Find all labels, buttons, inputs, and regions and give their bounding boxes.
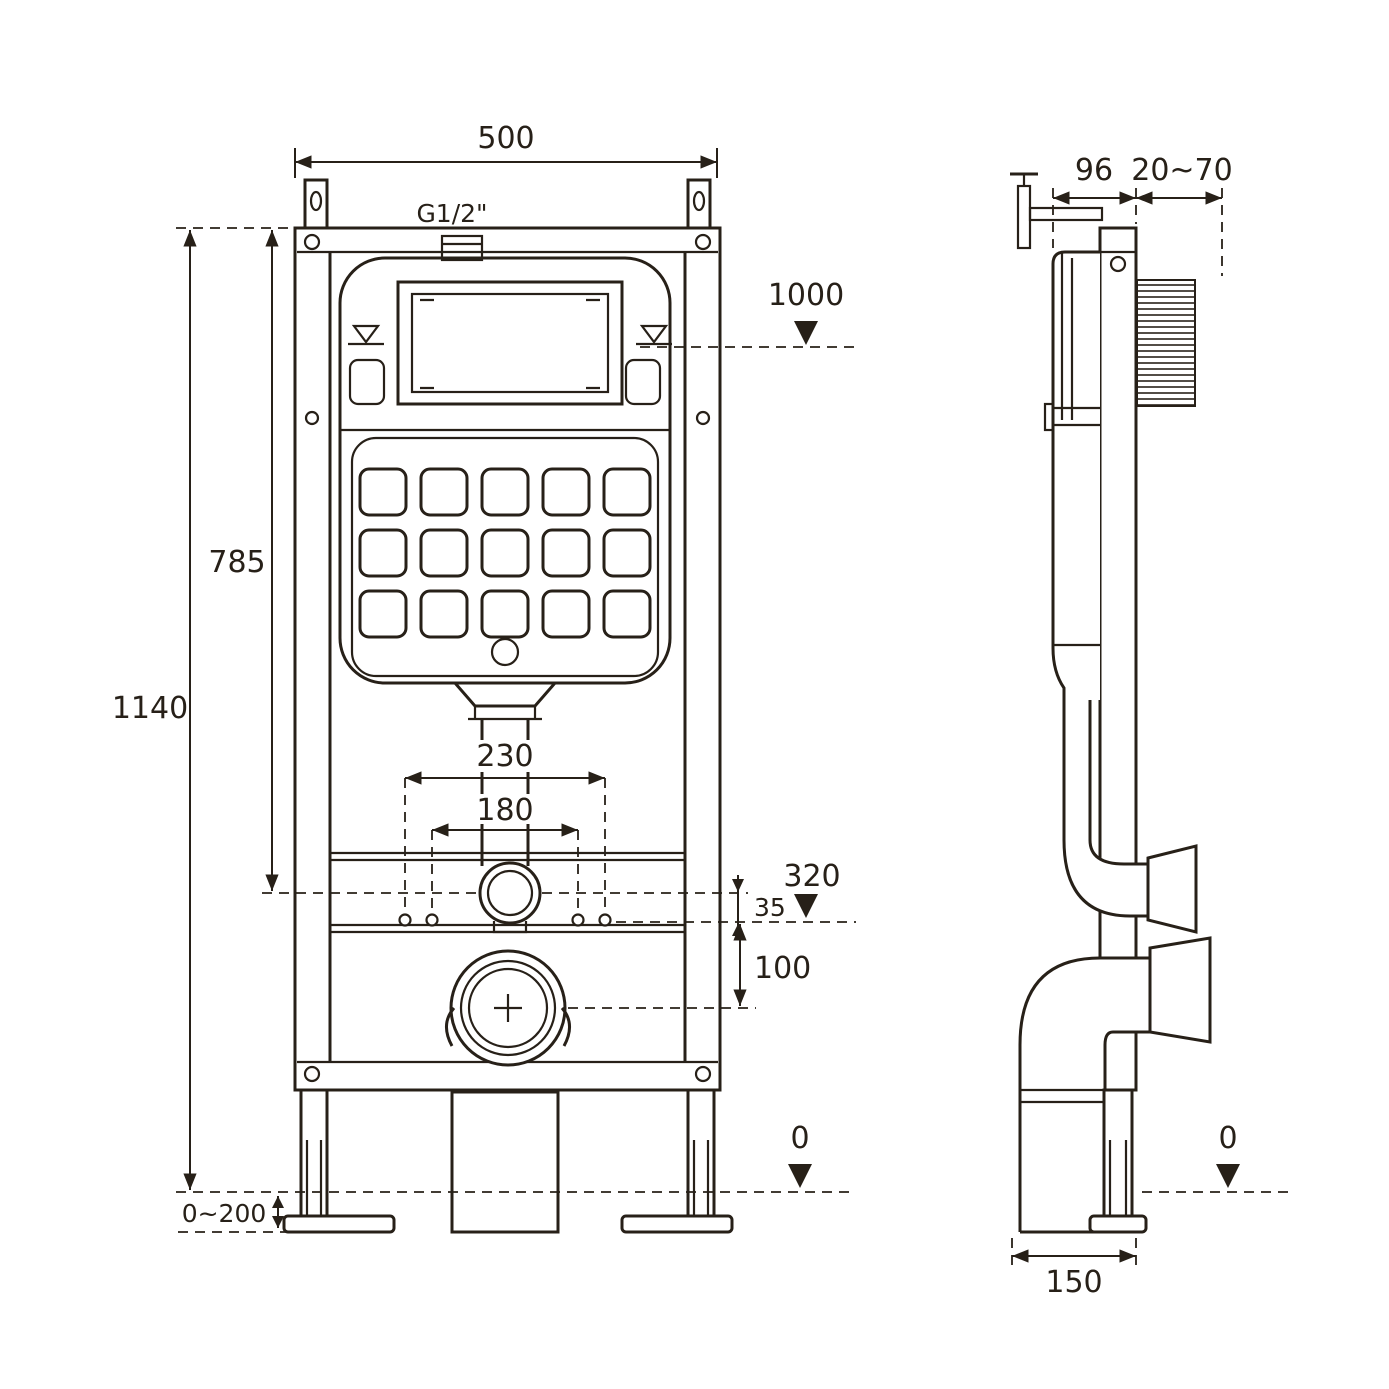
- cistern-front: [338, 234, 672, 685]
- dim-label-20-70: 20~70: [1131, 153, 1232, 188]
- drain-box: [450, 1090, 560, 1234]
- dim-label-785: 785: [208, 545, 265, 580]
- level-marker-1000: [794, 321, 818, 345]
- dim-label-500: 500: [477, 121, 534, 156]
- dim-label-320: 320: [783, 859, 840, 894]
- cistern-side: [1043, 250, 1100, 700]
- dim-label-180: 180: [476, 793, 533, 828]
- water-level-symbol-left: [348, 324, 384, 346]
- dim-level-1000: 1000: [768, 278, 844, 345]
- level-lines: [176, 346, 856, 1193]
- dim-base-150: 150: [1011, 1238, 1137, 1300]
- frame-outline: [293, 226, 722, 1092]
- dim-label-35: 35: [754, 893, 786, 922]
- front-view: 500 G1/2" 230 180 1140 785: [112, 121, 856, 1234]
- fixing-points: [398, 913, 612, 927]
- dim-label-1000: 1000: [768, 278, 844, 313]
- dim-label-0-200: 0~200: [182, 1199, 267, 1228]
- threaded-rod: [1136, 279, 1196, 407]
- flush-pipe-side: [1062, 700, 1198, 934]
- dim-level-0-side: 0: [1142, 1121, 1288, 1193]
- dim-label-0-front: 0: [790, 1121, 809, 1156]
- dim-label-230: 230: [476, 739, 533, 774]
- level-marker-0-front: [788, 1164, 812, 1188]
- dim-width-500: 500: [294, 121, 718, 178]
- flush-pipe-front: [453, 682, 557, 866]
- access-window: [396, 280, 624, 406]
- dim-level-320: 320: [783, 859, 841, 918]
- dim-label-150: 150: [1045, 1265, 1102, 1300]
- drain-outlet: [445, 949, 571, 1067]
- cistern-grid: [358, 467, 652, 639]
- dim-35: 35: [732, 875, 786, 940]
- side-view: 96 20~70 0 150: [1010, 153, 1288, 1300]
- dim-100: 100: [733, 924, 811, 1006]
- dim-fixings: 230 180: [404, 739, 606, 912]
- level-marker-0-side: [1216, 1164, 1240, 1188]
- dim-label-96: 96: [1075, 153, 1113, 188]
- dim-heights-left: 1140 785 0~200: [112, 227, 300, 1233]
- thread-label: G1/2": [416, 199, 487, 228]
- side-leg: [1088, 1088, 1148, 1234]
- dim-label-100: 100: [754, 951, 811, 986]
- hanger-tabs: [303, 178, 712, 230]
- water-inlet-fitting: [440, 234, 484, 262]
- dim-level-0-front: 0: [788, 1121, 812, 1188]
- wall-bracket: [1010, 172, 1104, 250]
- adjustable-legs: [282, 1088, 734, 1234]
- water-level-symbol-right: [636, 324, 672, 346]
- level-marker-320: [794, 894, 818, 918]
- dim-label-0-side: 0: [1218, 1121, 1237, 1156]
- dim-depth-top: 96 20~70: [1052, 153, 1233, 276]
- dim-label-1140: 1140: [112, 691, 188, 726]
- drain-elbow-side: [1018, 936, 1212, 1234]
- inlet-bend: [478, 861, 542, 934]
